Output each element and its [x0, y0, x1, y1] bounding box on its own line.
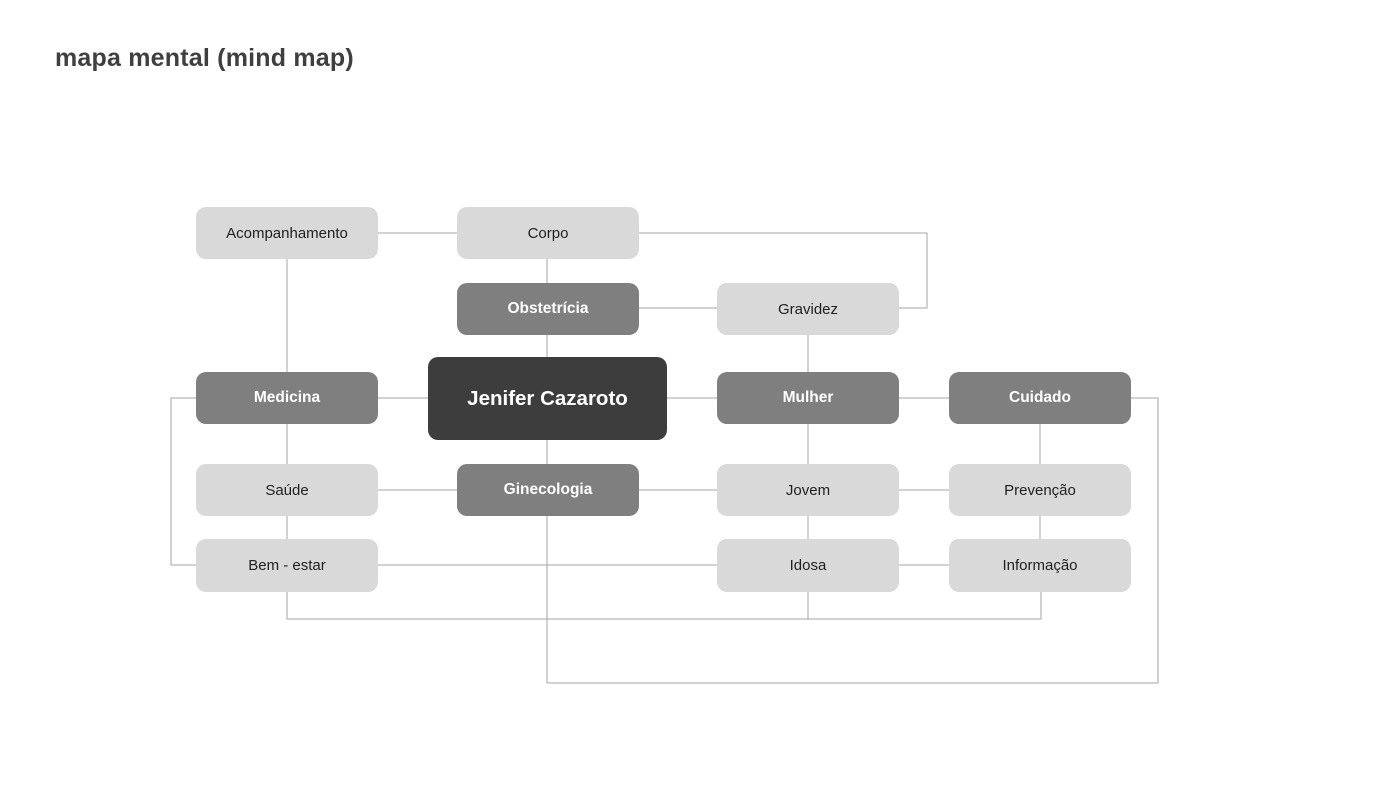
- mindmap-node-label: Bem - estar: [248, 557, 326, 574]
- mindmap-node-label: Ginecologia: [503, 481, 593, 498]
- mindmap-node-informacao[interactable]: Informação: [949, 539, 1131, 592]
- mindmap-node-label: Jovem: [785, 481, 831, 499]
- mindmap-node-cuidado[interactable]: Cuidado: [949, 372, 1131, 424]
- mindmap-node-saude[interactable]: Saúde: [196, 464, 378, 516]
- mindmap-node-obstetricia[interactable]: Obstetrícia: [457, 283, 639, 335]
- mindmap-node-label: Saúde: [265, 481, 309, 499]
- mindmap-node-prevencao[interactable]: Prevenção: [949, 464, 1131, 516]
- mindmap-node-label: Acompanhamento: [226, 224, 348, 242]
- mindmap-node-jenifer-cazaroto[interactable]: Jenifer Cazaroto: [428, 357, 667, 440]
- mindmap-node-bem-estar[interactable]: Bem - estar: [196, 539, 378, 592]
- mindmap-node-label: Jenifer Cazaroto: [467, 386, 628, 410]
- mindmap-node-label: Corpo: [527, 224, 569, 242]
- connector-bem-estar-to-informacao: [286, 592, 1042, 620]
- mindmap-node-label: Mulher: [782, 389, 834, 406]
- mindmap-node-idosa[interactable]: Idosa: [717, 539, 899, 592]
- mindmap-node-corpo[interactable]: Corpo: [457, 207, 639, 259]
- mindmap-node-medicina[interactable]: Medicina: [196, 372, 378, 424]
- mindmap-node-label: Cuidado: [1009, 389, 1071, 406]
- mindmap-node-gravidez[interactable]: Gravidez: [717, 283, 899, 335]
- mindmap-node-label: Gravidez: [777, 300, 839, 318]
- mindmap-node-acompanhamento[interactable]: Acompanhamento: [196, 207, 378, 259]
- mindmap-node-label: Informação: [1002, 557, 1078, 574]
- mindmap-node-mulher[interactable]: Mulher: [717, 372, 899, 424]
- mindmap-node-label: Obstetrícia: [507, 300, 589, 317]
- connector-medicina-to-bem-estar: [170, 397, 196, 566]
- mindmap-node-label: Medicina: [253, 389, 321, 406]
- mindmap-node-ginecologia[interactable]: Ginecologia: [457, 464, 639, 516]
- mindmap-node-label: Prevenção: [1004, 481, 1076, 499]
- page-title: mapa mental (mind map): [55, 44, 354, 72]
- mindmap-node-jovem[interactable]: Jovem: [717, 464, 899, 516]
- mindmap-node-label: Idosa: [789, 557, 827, 574]
